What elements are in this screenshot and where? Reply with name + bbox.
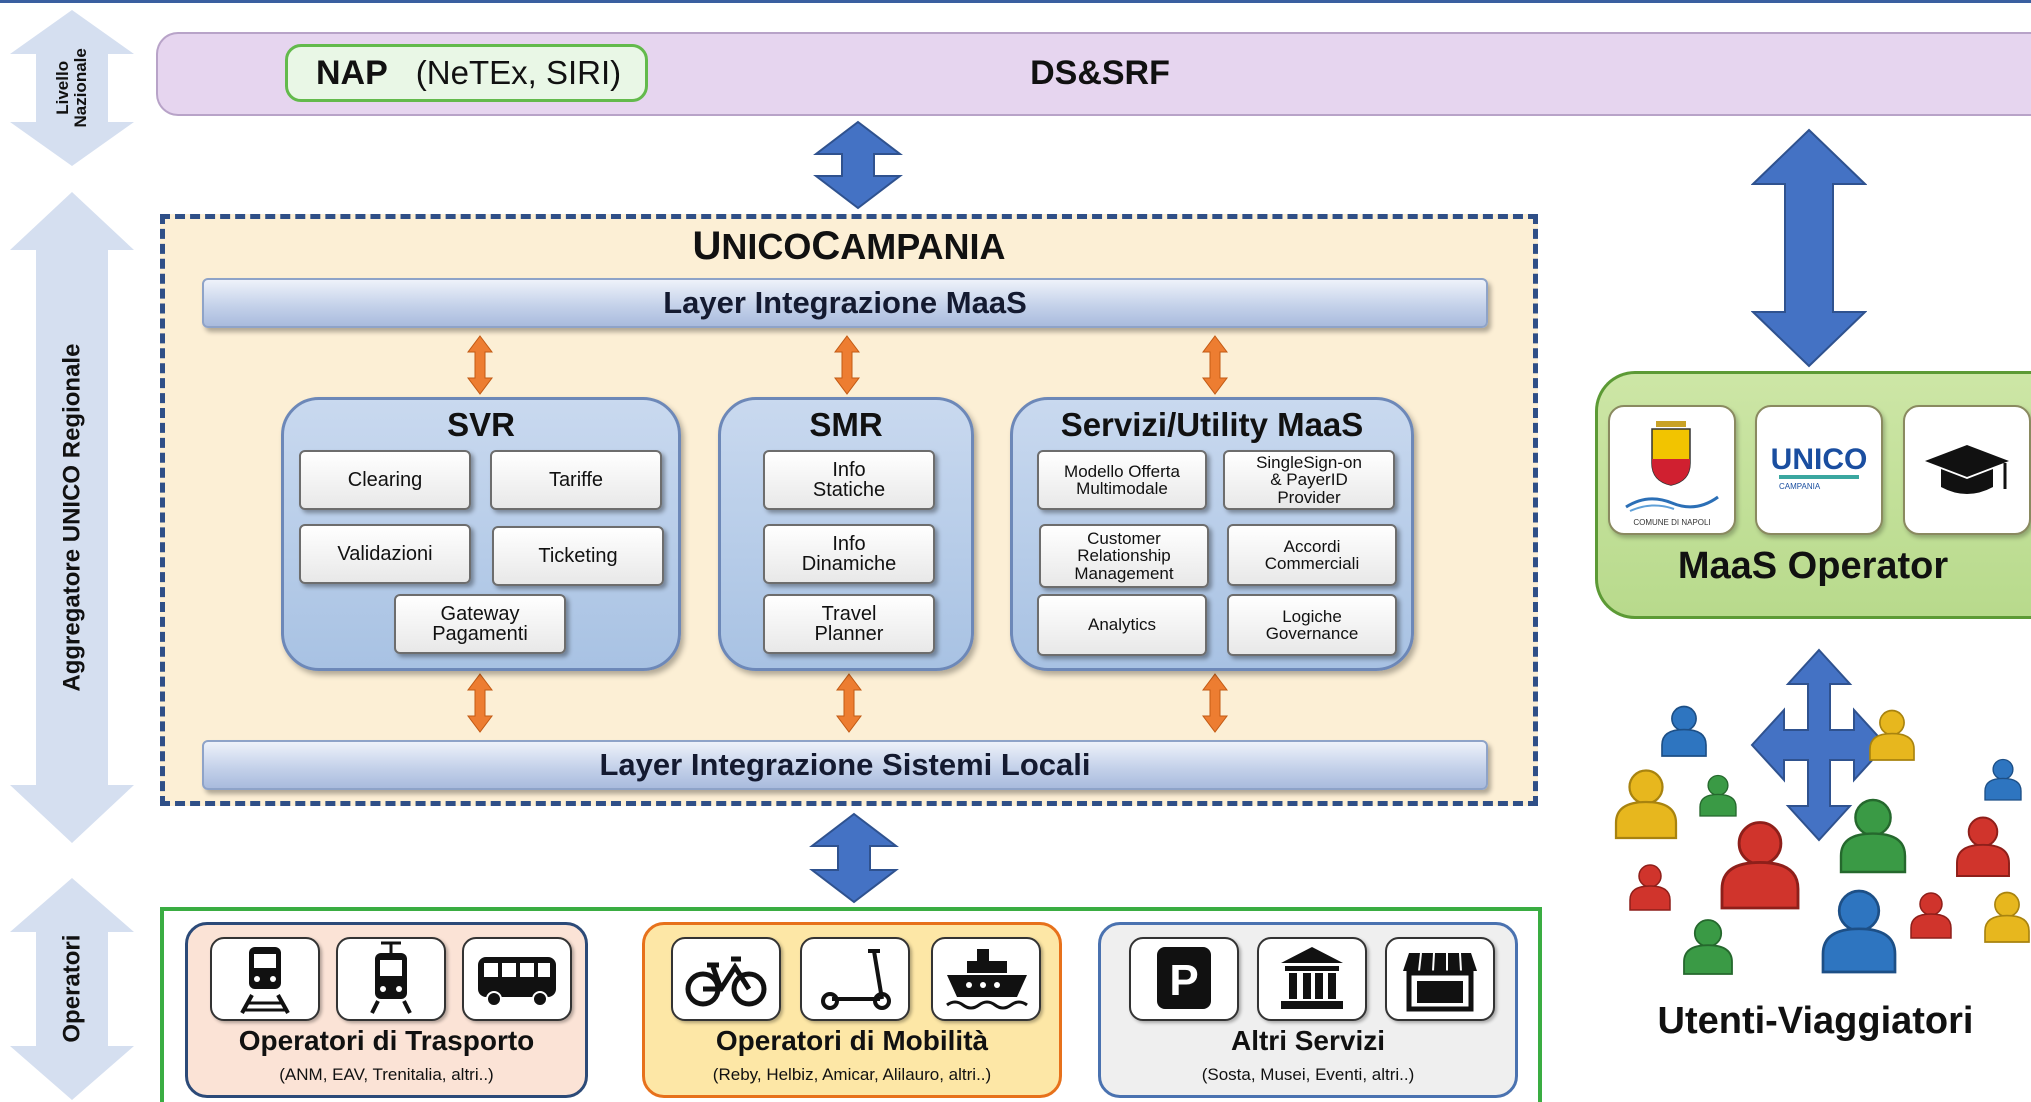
altri-servizi-name: Altri Servizi xyxy=(1230,1025,1386,1056)
comune-napoli-logo: COMUNE DI NAPOLI xyxy=(1608,405,1736,535)
tram-icon xyxy=(336,937,446,1021)
ship-icon xyxy=(931,937,1041,1021)
servizi-utility-maas-module: Servizi/Utility MaaS Modello Offerta Mul… xyxy=(1010,397,1414,671)
tariffe-box: Tariffe xyxy=(490,450,662,510)
gateway-pagamenti-box: Gateway Pagamenti xyxy=(394,594,566,654)
operatori-mobilita-sub: (Reby, Helbiz, Amicar, Alilauro, altri..… xyxy=(712,1065,992,1084)
ticketing-box: Ticketing xyxy=(492,526,664,586)
travel-planner-box: Travel Planner xyxy=(763,594,935,654)
operatori-trasporto-name: Operatori di Trasporto xyxy=(238,1025,535,1056)
user-icon xyxy=(1910,892,1952,939)
maas-users-arrow xyxy=(1750,648,1888,842)
regionale-label: Aggregatore UNICO Regionale xyxy=(58,343,86,692)
comune-napoli-text: COMUNE DI NAPOLI xyxy=(1633,518,1710,527)
user-icon xyxy=(1683,919,1733,975)
clearing-box: Clearing xyxy=(299,450,471,510)
modello-offerta-box: Modello Offerta Multimodale xyxy=(1037,450,1207,510)
user-icon xyxy=(1661,705,1707,757)
accordi-commerciali-box: Accordi Commerciali xyxy=(1227,524,1397,586)
layer-integrazione-maas: Layer Integrazione MaaS xyxy=(202,278,1488,328)
scooter-icon xyxy=(800,937,910,1021)
title-part-c: C xyxy=(811,224,841,268)
bicycle-icon xyxy=(671,937,781,1021)
title-part-u: U xyxy=(692,224,722,268)
nazionale-label: Livello Nazionale xyxy=(53,48,90,128)
regionale-side-arrow: Aggregatore UNICO Regionale xyxy=(8,190,136,845)
regional-operators-arrow xyxy=(809,812,899,904)
parking-icon: P xyxy=(1129,937,1239,1021)
info-statiche-box: Info Statiche xyxy=(763,450,935,510)
layer-integrazione-sistemi-locali: Layer Integrazione Sistemi Locali xyxy=(202,740,1488,790)
user-icon xyxy=(1984,758,2022,801)
validazioni-box: Validazioni xyxy=(299,524,471,584)
bus-icon xyxy=(462,937,572,1021)
national-maas-arrow xyxy=(1751,128,1867,368)
museum-icon xyxy=(1257,937,1367,1021)
smr-title: SMR xyxy=(809,406,883,443)
users-cluster xyxy=(1614,705,2030,975)
unico-logo-text: UNICO xyxy=(1771,443,1868,476)
dssrf-label: DS&SRF xyxy=(1030,53,1170,92)
servizi-title: Servizi/Utility MaaS xyxy=(1060,406,1364,443)
nazionale-side-arrow: Livello Nazionale xyxy=(8,8,136,168)
single-sign-on-box: SingleSign-on & PayerID Provider xyxy=(1223,450,1395,510)
info-dinamiche-box: Info Dinamiche xyxy=(763,524,935,584)
operatori-label: Operatori xyxy=(58,934,86,1044)
user-icon xyxy=(1821,889,1897,974)
top-border xyxy=(0,0,2031,3)
user-icon xyxy=(1699,774,1737,817)
train-icon xyxy=(210,937,320,1021)
operatori-mobilita-name: Operatori di Mobilità xyxy=(715,1025,989,1056)
nap-box: NAP (NeTEx, SIRI) xyxy=(285,44,648,102)
user-icon xyxy=(1869,709,1915,761)
nap-label: NAP xyxy=(316,53,388,92)
operatori-trasporto-sub: (ANM, EAV, Trenitalia, altri..) xyxy=(279,1065,494,1084)
svr-title: SVR xyxy=(447,406,515,443)
user-icon xyxy=(1720,821,1800,910)
user-icon xyxy=(1839,798,1907,874)
title-part-ampania: AMPANIA xyxy=(840,226,1006,267)
operatori-side-arrow: Operatori xyxy=(8,876,136,1102)
maas-operator-label: MaaS Operator xyxy=(1677,545,1949,587)
user-icon xyxy=(1629,864,1671,911)
title-part-nico: NICO xyxy=(721,226,812,267)
unico-campania-logo: UNICO CAMPANIA xyxy=(1755,405,1883,535)
crm-box: Customer Relationship Management xyxy=(1039,524,1209,588)
user-icon xyxy=(1614,769,1678,840)
unico-logo-sub: CAMPANIA xyxy=(1779,482,1821,491)
store-icon xyxy=(1385,937,1495,1021)
svg-text:P: P xyxy=(1169,956,1198,1005)
nap-formats: (NeTEx, SIRI) xyxy=(415,54,622,91)
analytics-box: Analytics xyxy=(1037,594,1207,656)
graduation-cap-logo xyxy=(1903,405,2031,535)
user-icon xyxy=(1984,891,2030,943)
user-icon xyxy=(1956,816,2010,877)
smr-module: SMR Info Statiche Info Dinamiche Travel … xyxy=(718,397,974,671)
operatori-trasporto-box: Operatori di Trasporto (ANM, EAV, Trenit… xyxy=(185,922,588,1098)
altri-servizi-box: P Altri Servizi (Sosta, Musei, Eventi, a… xyxy=(1098,922,1518,1098)
unico-campania-title: UNICOCAMPANIA xyxy=(160,224,1538,269)
national-regional-arrow xyxy=(813,120,903,210)
operatori-mobilita-box: Operatori di Mobilità (Reby, Helbiz, Ami… xyxy=(642,922,1062,1098)
utenti-viaggiatori-label: Utenti-Viaggiatori xyxy=(1657,1000,1974,1042)
altri-servizi-sub: (Sosta, Musei, Eventi, altri..) xyxy=(1201,1065,1415,1084)
svr-module: SVR Clearing Tariffe Validazioni Ticketi… xyxy=(281,397,681,671)
logiche-governance-box: Logiche Governance xyxy=(1227,594,1397,656)
